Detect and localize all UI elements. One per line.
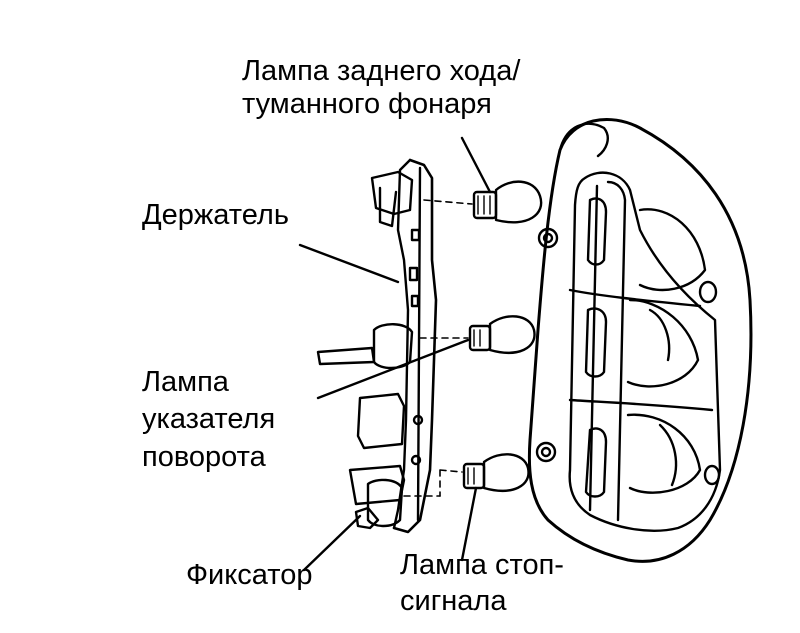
label-holder: Держатель — [142, 199, 289, 231]
bulb-stop — [462, 453, 530, 492]
label-reverse-fog-lamp-line2: туманного фонаря — [242, 88, 492, 120]
label-turn-signal-lamp-line1: Лампа — [142, 366, 229, 398]
label-turn-signal-lamp-line3: поворота — [142, 441, 266, 473]
bulb-holder — [316, 158, 438, 534]
lamp-housing — [527, 117, 753, 563]
label-reverse-fog-lamp-line1: Лампа заднего хода/ — [242, 55, 521, 87]
label-latch: Фиксатор — [186, 559, 313, 591]
leader-lines — [298, 136, 492, 572]
label-stop-lamp-line2: сигнала — [400, 585, 507, 617]
assembly-lines — [403, 199, 473, 497]
bulb-reverse-fog — [472, 180, 543, 224]
label-turn-signal-lamp-line2: указателя — [142, 403, 276, 435]
label-stop-lamp-line1: Лампа стоп- — [400, 549, 564, 581]
bulb-turn-signal — [468, 315, 536, 354]
